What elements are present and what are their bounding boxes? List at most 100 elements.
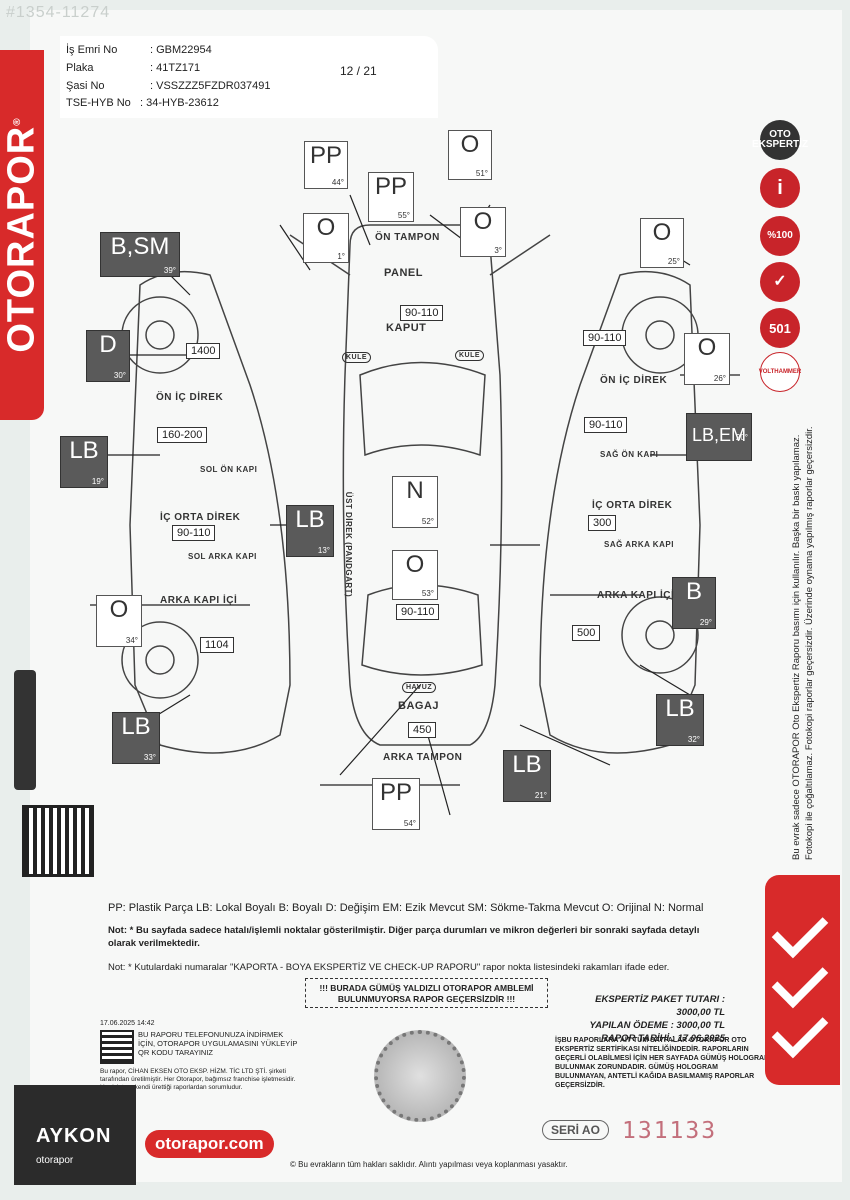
value-plaka: : 41TZ171	[150, 62, 201, 74]
thickness-value: 160-200	[157, 427, 208, 443]
dealer-logo: AYKON otorapor	[14, 1085, 136, 1185]
part-label: İÇ ORTA DİREK	[592, 500, 673, 511]
part-label: PANEL	[384, 267, 423, 279]
thickness-value: 1400	[186, 343, 221, 359]
part-label: SOL ÖN KAPI	[200, 465, 258, 474]
hologram-note: İŞBU RAPORLARA AİT TÜM SAYFALAR OTORAPOR…	[555, 1037, 770, 1089]
price-key: EKSPERTİZ PAKET TUTARI	[595, 994, 720, 1005]
part-label: ÖN İÇ DİREK	[600, 375, 668, 386]
legal-text: Bu rapor, CİHAN EKSEN OTO EKSP. HİZM. Tİ…	[100, 1068, 296, 1091]
serial-number: 131133	[622, 1118, 718, 1144]
part-label: KULE	[342, 352, 372, 363]
chevron-icon	[771, 1001, 829, 1059]
thickness-value: 450	[408, 722, 437, 738]
price-value: 3000,00 TL	[676, 1020, 725, 1031]
report-header: İş Emri No : GBM22954 Plaka : 41TZ171 Şa…	[60, 36, 438, 118]
chevron-icon	[771, 951, 829, 1009]
part-label: İÇ ORTA DİREK	[160, 512, 241, 523]
thickness-value: 1104	[200, 637, 234, 653]
part-label: SAĞ ARKA KAPI	[604, 540, 674, 549]
dealer-name: AYKON	[36, 1125, 112, 1147]
note-2: Not: * Kutulardaki numaralar "KAPORTA - …	[108, 962, 670, 973]
price-key: RAPOR TARİHİ	[601, 1033, 669, 1044]
qr-code-icon	[22, 805, 94, 877]
part-label: ARKA TAMPON	[383, 752, 463, 763]
thickness-value: 90-110	[172, 525, 216, 541]
part-label: SAĞ ÖN KAPI	[600, 450, 659, 459]
price-key: YAPILAN ÖDEME	[589, 1020, 668, 1031]
price-value: 3000,00 TL	[676, 1007, 725, 1018]
serial-label: SERİ AO	[542, 1120, 609, 1140]
value-tse: : 34-HYB-23612	[140, 97, 219, 109]
part-label: ÖN İÇ DİREK	[156, 392, 224, 403]
page-number: 12 / 21	[340, 64, 377, 78]
silver-hologram-icon	[374, 1030, 466, 1122]
voltammer-badge-icon: VOLTHAMMER	[759, 352, 801, 392]
copyright: © Bu evrakların tüm hakları saklıdır. Al…	[290, 1160, 568, 1169]
label-tse: TSE-HYB No	[66, 97, 131, 109]
legend: PP: Plastik Parça LB: Lokal Boyalı B: Bo…	[108, 902, 704, 914]
part-label: KAPUT	[386, 322, 427, 334]
norm-badge-icon: 501	[760, 308, 800, 348]
percent-badge-icon: %100	[760, 216, 800, 256]
price-summary: EKSPERTİZ PAKET TUTARI : 3000,00 TL YAPI…	[589, 994, 725, 1044]
brand-tab	[0, 50, 44, 420]
thickness-value: 90-110	[584, 417, 628, 433]
value-sasi: : VSSZZZ5FZDR037491	[150, 80, 271, 92]
part-label: ARKA KAPI İÇİ	[597, 590, 675, 601]
app-download-strip[interactable]	[14, 670, 36, 790]
part-label: BAGAJ	[398, 700, 440, 712]
check-badge-icon: ✓	[760, 262, 800, 302]
hologram-warning: !!! BURADA GÜMÜŞ YALDIZLI OTORAPOR AMBLE…	[305, 978, 548, 1008]
print-date: 17.06.2025 14:42	[100, 1020, 155, 1027]
part-label: KULE	[455, 350, 485, 361]
thickness-value: 90-110	[396, 604, 440, 620]
label-is-emri: İş Emri No	[66, 44, 118, 56]
chevron-icon	[771, 901, 829, 959]
security-strip	[765, 875, 840, 1085]
brand-logo: OTORAPOR®	[0, 117, 43, 353]
expertiz-badge-icon: OTO EKSPERTİZ	[752, 120, 808, 160]
value-is-emri: : GBM22954	[150, 44, 212, 56]
thickness-value: 300	[588, 515, 617, 531]
info-badge-icon: i	[760, 168, 800, 208]
thickness-value: 500	[572, 625, 601, 641]
thickness-value: 90-110	[583, 330, 627, 346]
note-1: Not: * Bu sayfada sadece hatalı/işlemli …	[108, 925, 700, 949]
part-label: ÜST DİREK (PANDGART)	[344, 491, 354, 598]
thickness-value: 90-110	[400, 305, 444, 321]
label-sasi: Şasi No	[66, 80, 105, 92]
small-qr-icon	[100, 1030, 134, 1064]
ghost-id: #1354-11274	[6, 4, 111, 21]
validity-note: Bu evrak sadece OTORAPOR Oto Ekspertiz R…	[791, 426, 815, 861]
dealer-social: otorapor	[36, 1155, 74, 1166]
price-value: 17.06.2025	[677, 1033, 725, 1044]
part-label: ÖN TAMPON	[375, 232, 440, 243]
website-link[interactable]: otorapor.com	[145, 1130, 274, 1158]
label-plaka: Plaka	[66, 62, 94, 74]
qr-instruction: BU RAPORU TELEFONUNUZA İNDİRMEK İÇİN, OT…	[138, 1030, 298, 1057]
part-label: HAVUZ	[402, 682, 437, 693]
part-label: ARKA KAPI İÇİ	[160, 595, 238, 606]
part-label: SOL ARKA KAPI	[188, 552, 257, 561]
